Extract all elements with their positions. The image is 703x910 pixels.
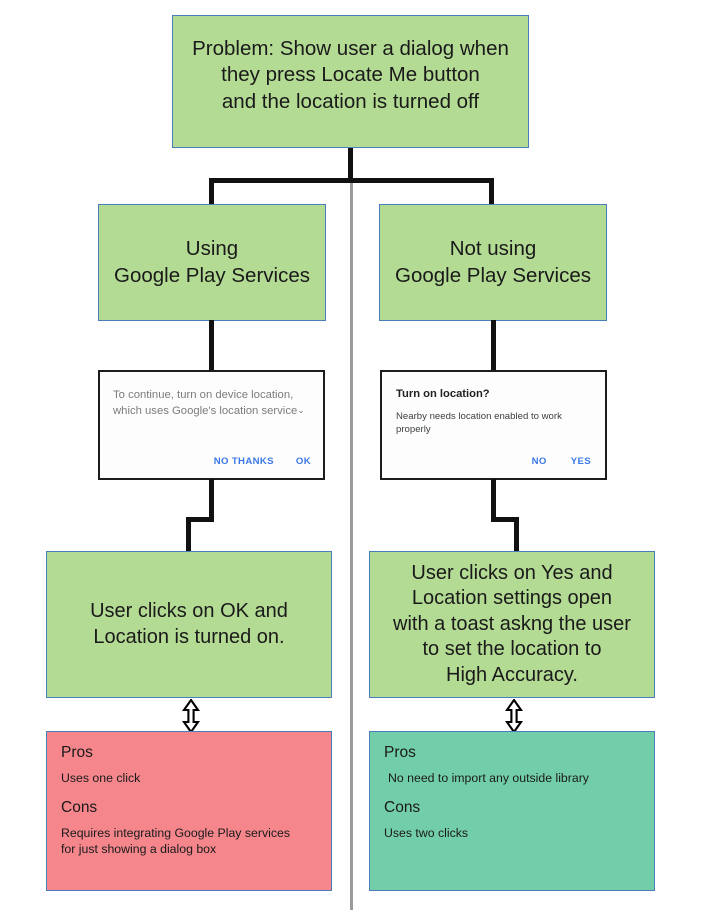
- dialog-right-no-button[interactable]: NO: [531, 456, 547, 467]
- dialog-right-title: Turn on location?: [396, 388, 490, 400]
- problem-statement-text: Problem: Show user a dialog when they pr…: [192, 37, 509, 113]
- connector-right-dialog-stem: [491, 479, 496, 522]
- outcome-box-right: User clicks on Yes and Location settings…: [369, 551, 655, 698]
- dialog-left-ok-button[interactable]: OK: [295, 456, 311, 467]
- pros-heading-left: Pros: [61, 744, 93, 761]
- dialog-mockup-native-location: Turn on location? Nearby needs location …: [380, 370, 607, 480]
- connector-left-branch-to-dialog: [209, 320, 214, 372]
- connector-left-dialog-stem: [209, 479, 214, 522]
- dialog-left-message-text: To continue, turn on device location, wh…: [113, 389, 298, 418]
- dialog-right-yes-button[interactable]: YES: [570, 456, 591, 467]
- connector-left-outcome-stem: [186, 517, 191, 553]
- connector-branch-left-drop: [209, 178, 214, 206]
- branch-left-label: Using Google Play Services: [114, 237, 310, 287]
- connector-branch-bar: [209, 178, 494, 183]
- connector-right-branch-to-dialog: [491, 320, 496, 372]
- outcome-right-text: User clicks on Yes and Location settings…: [393, 561, 631, 686]
- pros-text-right: No need to import any outside library: [388, 770, 589, 785]
- pros-heading-right: Pros: [384, 744, 416, 761]
- pros-cons-box-right: Pros No need to import any outside libra…: [369, 731, 655, 891]
- dialog-right-message: Nearby needs location enabled to work pr…: [396, 411, 562, 436]
- cons-heading-left: Cons: [61, 798, 98, 816]
- outcome-box-left: User clicks on OK and Location is turned…: [46, 551, 332, 698]
- connector-branch-right-drop: [489, 178, 494, 206]
- connector-right-dialog-jog: [491, 517, 519, 522]
- branch-right-label: Not using Google Play Services: [395, 237, 591, 287]
- dialog-left-message: To continue, turn on device location, wh…: [113, 387, 315, 420]
- connector-left-dialog-jog: [186, 517, 214, 522]
- dialog-left-no-thanks-button[interactable]: NO THANKS: [213, 456, 274, 467]
- dialog-mockup-google-play-services: To continue, turn on device location, wh…: [98, 370, 325, 480]
- connector-problem-stem: [348, 148, 353, 181]
- dialog-right-actions: NO YES: [532, 456, 591, 467]
- bidirectional-arrow-left: [180, 699, 202, 733]
- outcome-left-text: User clicks on OK and Location is turned…: [90, 599, 288, 648]
- connector-right-outcome-stem: [514, 517, 519, 553]
- pros-text-left: Uses one click: [61, 770, 141, 785]
- cons-heading-right: Cons: [384, 798, 421, 816]
- branch-not-using-google-play-services: Not using Google Play Services: [379, 204, 607, 321]
- branch-using-google-play-services: Using Google Play Services: [98, 204, 326, 321]
- chevron-down-icon: ⌄: [297, 405, 305, 416]
- cons-text-right: Uses two clicks: [384, 825, 469, 840]
- cons-text-left: Requires integrating Google Play service…: [61, 825, 290, 856]
- center-divider: [350, 150, 353, 910]
- bidirectional-arrow-right: [503, 699, 525, 733]
- pros-cons-box-left: Pros Uses one click Cons Requires integr…: [46, 731, 332, 891]
- dialog-left-actions: NO THANKS OK: [214, 456, 311, 467]
- problem-statement-box: Problem: Show user a dialog when they pr…: [172, 15, 529, 148]
